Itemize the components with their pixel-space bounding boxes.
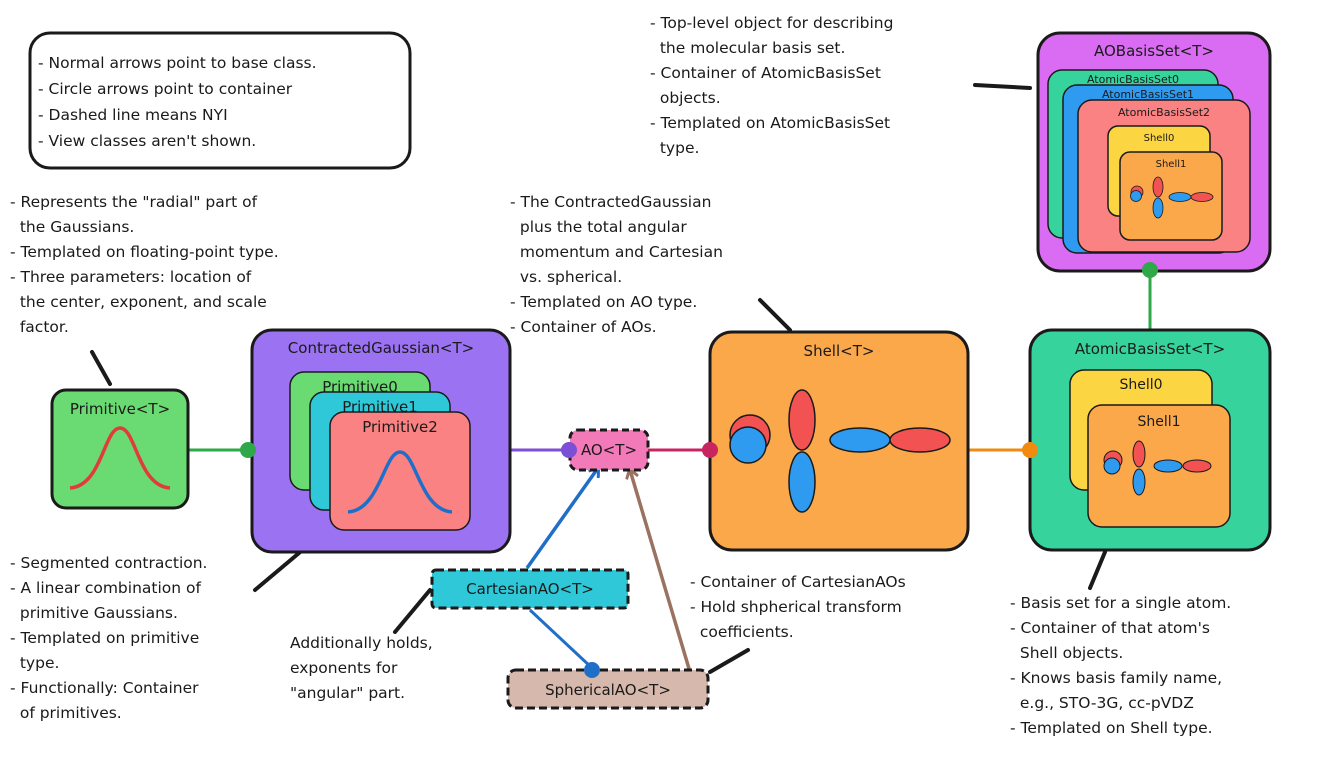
svg-text:- Basis set for a single atom.: - Basis set for a single atom. <box>1010 594 1231 612</box>
ao-label: AO<T> <box>581 441 637 459</box>
svg-text:- Top-level object for describ: - Top-level object for describing <box>650 14 893 32</box>
svg-text:the molecular basis set.: the molecular basis set. <box>650 39 845 57</box>
legend-line-2: - Circle arrows point to container <box>38 80 293 98</box>
legend-line-4: - View classes aren't shown. <box>38 132 256 150</box>
shell-label: Shell<T> <box>804 342 875 360</box>
legend-box: - Normal arrows point to base class. - C… <box>28 31 412 170</box>
svg-text:exponents for: exponents for <box>290 659 398 677</box>
svg-text:"angular" part.: "angular" part. <box>290 684 405 702</box>
svg-text:plus the total angular: plus the total angular <box>510 218 687 236</box>
orbitals-icon <box>1103 440 1212 496</box>
container-dot-icon <box>1022 442 1038 458</box>
s-orbital-icon <box>729 414 771 464</box>
svg-text:primitive Gaussians.: primitive Gaussians. <box>10 604 178 622</box>
svg-text:objects.: objects. <box>650 89 721 107</box>
svg-text:momentum and Cartesian: momentum and Cartesian <box>510 243 723 261</box>
contracted-gaussian-node[interactable]: ContractedGaussian<T> Primitive0 Primiti… <box>250 328 512 554</box>
atomic-basis-set-label: AtomicBasisSet<T> <box>1075 340 1225 358</box>
atomic-basis-set0-label: AtomicBasisSet0 <box>1087 73 1179 86</box>
spherical-ao-label: SphericalAO<T> <box>545 681 671 699</box>
svg-text:- Container of CartesianAOs: - Container of CartesianAOs <box>690 573 906 591</box>
cartesian-ao-label: CartesianAO<T> <box>466 580 594 598</box>
p-orbital-vertical-icon <box>788 389 816 513</box>
svg-text:the Gaussians.: the Gaussians. <box>10 218 134 236</box>
primitive-note: - Represents the "radial" part of the Ga… <box>10 193 279 336</box>
svg-text:- Functionally: Container: - Functionally: Container <box>10 679 199 697</box>
svg-text:- Container of AOs.: - Container of AOs. <box>510 318 657 336</box>
primitive2-card <box>329 411 471 531</box>
shell0-label: Shell0 <box>1119 377 1162 393</box>
svg-text:- Represents the "radial" part: - Represents the "radial" part of <box>10 193 258 211</box>
svg-text:- Container of AtomicBasisSet: - Container of AtomicBasisSet <box>650 64 881 82</box>
container-dot-icon <box>561 442 577 458</box>
aobasis-note: - Top-level object for describing the mo… <box>650 14 893 157</box>
svg-text:type.: type. <box>10 654 59 672</box>
gaussian-curve-icon <box>347 450 453 514</box>
svg-text:vs. spherical.: vs. spherical. <box>510 268 622 286</box>
ao-basis-set-node[interactable]: AOBasisSet<T> AtomicBasisSet0 AtomicBasi… <box>1036 31 1272 273</box>
shell-note: - The ContractedGaussian plus the total … <box>510 193 723 336</box>
svg-text:Shell objects.: Shell objects. <box>1010 644 1123 662</box>
contracted-gaussian-label: ContractedGaussian<T> <box>288 339 474 357</box>
svg-text:- Container of that atom's: - Container of that atom's <box>1010 619 1210 637</box>
spherical-cartesian-edge <box>528 608 594 670</box>
container-dot-icon <box>584 662 600 678</box>
atomic-basis-set2-label: AtomicBasisSet2 <box>1118 106 1210 119</box>
container-dot-icon <box>702 442 718 458</box>
svg-text:of primitives.: of primitives. <box>10 704 122 722</box>
container-dot-icon <box>240 442 256 458</box>
shell1-label: Shell1 <box>1137 414 1180 430</box>
leader-lines <box>90 83 1107 674</box>
p-orbital-horizontal-icon <box>829 427 951 453</box>
primitive-node[interactable]: Primitive<T> <box>50 388 190 510</box>
svg-text:- A linear combination of: - A linear combination of <box>10 579 201 597</box>
gaussian-curve-icon <box>69 426 171 490</box>
cartesian-ao-node[interactable]: CartesianAO<T> <box>430 568 630 610</box>
ao-node[interactable]: AO<T> <box>568 428 650 472</box>
primitive2-label: Primitive2 <box>362 418 438 436</box>
svg-text:- Templated on Shell type.: - Templated on Shell type. <box>1010 719 1213 737</box>
shell1-label: Shell1 <box>1156 159 1187 170</box>
svg-text:type.: type. <box>650 139 699 157</box>
svg-text:- The ContractedGaussian: - The ContractedGaussian <box>510 193 711 211</box>
svg-text:- Knows basis family name,: - Knows basis family name, <box>1010 669 1222 687</box>
svg-text:- Templated on primitive: - Templated on primitive <box>10 629 199 647</box>
cartesian-note: Additionally holds, exponents for "angul… <box>290 634 433 702</box>
svg-text:Additionally holds,: Additionally holds, <box>290 634 433 652</box>
spherical-ao-node[interactable]: SphericalAO<T> <box>506 668 710 710</box>
container-dot-icon <box>1142 262 1158 278</box>
shell-node[interactable]: Shell<T> <box>708 330 970 552</box>
atomic-basis-set-node[interactable]: AtomicBasisSet<T> Shell0 Shell1 <box>1028 328 1272 552</box>
svg-text:- Templated on floating-point: - Templated on floating-point type. <box>10 243 279 261</box>
svg-text:- Three parameters: location o: - Three parameters: location of <box>10 268 252 286</box>
atomic-basis-set1-label: AtomicBasisSet1 <box>1102 88 1194 101</box>
connectors <box>188 270 1152 673</box>
svg-text:- Templated on AtomicBasisSet: - Templated on AtomicBasisSet <box>650 114 890 132</box>
svg-text:e.g., STO-3G, cc-pVDZ: e.g., STO-3G, cc-pVDZ <box>1010 694 1194 712</box>
orbitals-icon <box>1130 176 1214 219</box>
svg-text:coefficients.: coefficients. <box>690 623 794 641</box>
shell0-label: Shell0 <box>1144 133 1175 144</box>
atomic-note: - Basis set for a single atom. - Contain… <box>1010 594 1231 737</box>
contracted-note: - Segmented contraction. - A linear comb… <box>10 554 208 722</box>
spherical-ao-arrow <box>630 470 692 673</box>
svg-text:factor.: factor. <box>10 318 69 336</box>
spherical-note: - Container of CartesianAOs - Hold shphe… <box>690 573 906 641</box>
svg-text:the center, exponent, and scal: the center, exponent, and scale <box>10 293 267 311</box>
svg-text:- Segmented contraction.: - Segmented contraction. <box>10 554 208 572</box>
legend-line-3: - Dashed line means NYI <box>38 106 228 124</box>
primitive-label: Primitive<T> <box>70 400 170 418</box>
svg-text:- Templated on AO type.: - Templated on AO type. <box>510 293 697 311</box>
legend-line-1: - Normal arrows point to base class. <box>38 54 317 72</box>
ao-basis-set-label: AOBasisSet<T> <box>1094 42 1214 60</box>
svg-text:- Hold shpherical transform: - Hold shpherical transform <box>690 598 902 616</box>
cartesian-ao-arrow <box>525 468 598 570</box>
